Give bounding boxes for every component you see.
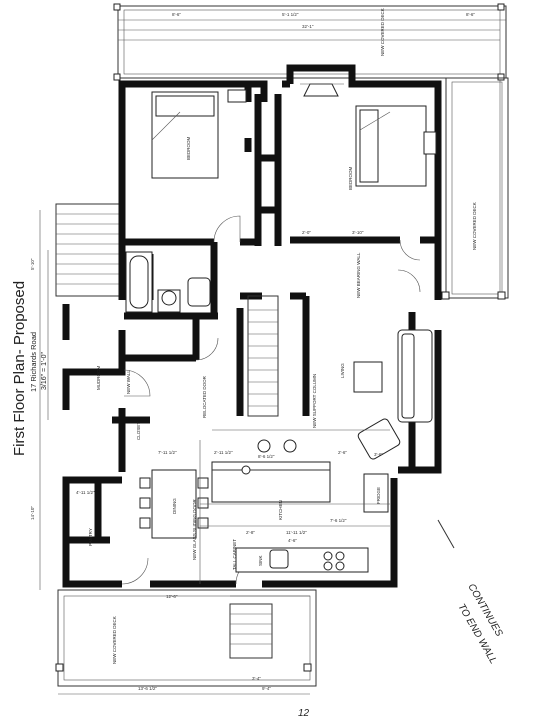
stair-bottom (229, 603, 273, 659)
label-bearing-wall: NEW BEARING WALL (356, 252, 361, 298)
interior-stair (247, 295, 279, 417)
label-relocated-door: RELOCATED DOOR (202, 375, 207, 418)
bottom-deck (55, 589, 317, 687)
dim-top-1: 8'-6" (172, 12, 181, 17)
dim-11-11-1-2: 11'-11 1/2" (286, 530, 307, 535)
dim-9-4: 9'-4" (262, 686, 271, 691)
bed-left (151, 89, 247, 179)
title-block: First Floor Plan- Proposed 17 Richards R… (11, 281, 48, 456)
sheet-address: 17 Richards Road (29, 332, 38, 392)
dimension-lines (39, 29, 500, 695)
dim-top-2: 5'-1 1/2" (282, 12, 299, 17)
dim-2-6: 2'-6" (338, 450, 347, 455)
label-deck-bottom: NEW COVERED DECK (112, 616, 117, 664)
label-dining: DINING (172, 498, 177, 514)
living-furniture (353, 329, 433, 460)
label-deck-top: NEW COVERED DECK (380, 8, 385, 56)
bed-right (355, 105, 437, 187)
dimension-labels: 8'-6" 5'-1 1/2" 8'-6" 32'-1" 2'-0" 3'-10… (30, 12, 475, 691)
dim-4-6: 4'-6" (288, 538, 297, 543)
room-labels: BEDROOM BEDROOM LIVING KITCHEN DINING PA… (88, 8, 477, 664)
dim-4-11-1-2: 4'-11 1/2" (76, 490, 95, 495)
page-mark: 12 (298, 708, 310, 719)
label-living: LIVING (340, 363, 345, 378)
dim-2-11-1-2: 2'-11 1/2" (214, 450, 233, 455)
handwritten-note: CONTINUES TO END WALL (437, 519, 505, 666)
label-sink: SINK (258, 555, 263, 566)
dim-5-10: 5'-10" (30, 258, 35, 270)
dim-3-10: 3'-10" (352, 230, 364, 235)
sheet-scale: 3/16" = 1'-0" (41, 351, 48, 390)
dim-3-6: 3'-6" (374, 452, 383, 457)
dim-2-8: 2'-8" (246, 530, 255, 535)
label-kitchen: KITCHEN (278, 500, 283, 520)
label-pantry: PANTRY (88, 528, 93, 546)
bath-fixtures (125, 251, 211, 313)
interior-walls (66, 94, 438, 544)
label-fridge: FRIDGE (376, 487, 381, 504)
dining-set (139, 469, 209, 539)
label-support-column: NEW SUPPORT COLUMN (312, 374, 317, 428)
label-new-wall: NEW WALL (126, 370, 131, 394)
label-closet: CLOSET (136, 422, 141, 440)
chimney (300, 83, 344, 97)
label-bedroom-right: BEDROOM (348, 166, 353, 190)
label-glass-door: NEW GLASS SLIDING DOOR (192, 498, 197, 560)
right-deck (441, 77, 509, 300)
top-deck (113, 3, 507, 81)
kitchen-fixtures (211, 439, 389, 573)
sheet-title: First Floor Plan- Proposed (11, 281, 28, 456)
label-mudroom: MUDROOM (96, 366, 101, 390)
dim-3-4: 3'-4" (252, 676, 261, 681)
label-deck-right: NEW COVERED DECK (472, 202, 477, 250)
dim-7-11-1-2: 7'-11 1/2" (158, 450, 177, 455)
dim-14-10: 14'-10" (30, 506, 35, 520)
label-tall-cabinet: TALL CABINET (232, 539, 237, 570)
dim-12-6: 12'-6" (166, 594, 178, 599)
entry-stair-left (55, 203, 123, 297)
dim-2-0: 2'-0" (302, 230, 311, 235)
dim-8-6-1-2: 8'-6 1/2" (258, 454, 275, 459)
dim-top-overall: 32'-1" (302, 24, 314, 29)
dim-7-6-1-2: 7'-6 1/2" (330, 518, 347, 523)
dim-top-3: 8'-6" (466, 12, 475, 17)
label-bedroom-left: BEDROOM (186, 136, 191, 160)
dim-13-6-1-2: 13'-6 1/2" (138, 686, 157, 691)
